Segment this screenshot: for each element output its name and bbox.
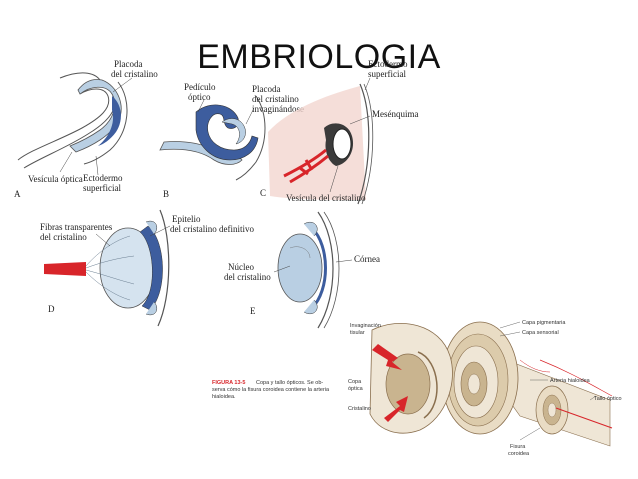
label-fibras-2: del cristalino — [40, 232, 87, 242]
panel-3d-optic-cup: Invaginación tisular Copa óptica Cristal… — [212, 320, 622, 457]
label-ectodermo-a-1: Ectodermo — [83, 173, 123, 183]
figure-caption-title: FIGURA 13-5 — [212, 380, 245, 386]
label-cornea: Córnea — [354, 254, 380, 264]
panel-c: Ectodermo superficial Mesénquima Vesícul… — [260, 59, 419, 205]
label-tallo-optico: Tallo óptico — [594, 396, 622, 402]
label-fibras-1: Fibras transparentes — [40, 222, 113, 232]
figure-caption-line-3: hialoidea. — [212, 394, 236, 400]
label-ectodermo-c-1: Ectodermo — [368, 59, 408, 69]
label-epitelio-2: del cristalino definitivo — [170, 224, 254, 234]
label-invaginacion-2: tisular — [350, 330, 365, 336]
panel-b: Pedículo óptico Placoda del cristalino i… — [159, 82, 304, 199]
label-ectodermo-a-2: superficial — [83, 183, 121, 193]
label-vesicula-a: Vesícula óptica — [28, 174, 83, 184]
label-fisura-1: Fisura — [510, 444, 526, 450]
label-cristalino-3d: Cristalino — [348, 406, 371, 412]
invagination-arrow-top — [372, 344, 402, 370]
lens-fibers — [85, 235, 135, 301]
label-fisura-2: coroidea — [508, 451, 530, 457]
figure-caption-line-1: Copa y tallo ópticos. Se ob- — [256, 380, 323, 386]
label-invaginacion-1: Invaginación — [350, 323, 381, 329]
label-placoda-b-2: del cristalino — [252, 94, 299, 104]
hyaloid-artery-3d — [539, 359, 613, 397]
label-placoda-b-1: Placoda — [252, 84, 281, 94]
lens-e — [277, 233, 323, 303]
panel-letter-b: B — [163, 189, 169, 199]
hyaloid-artery-c — [283, 148, 329, 184]
panel-letter-e: E — [250, 306, 256, 316]
label-pediculo-1: Pedículo — [184, 82, 216, 92]
hyaloid-artery-d — [44, 262, 86, 276]
panel-a: Placoda del cristalino Vesícula óptica E… — [14, 59, 158, 199]
label-placoda-a-2: del cristalino — [111, 69, 158, 79]
label-copa-1: Copa — [348, 379, 362, 385]
panel-letter-c: C — [260, 188, 266, 198]
invagination-arrow-bottom — [384, 396, 408, 422]
label-placoda-a-1: Placoda — [114, 59, 143, 69]
optic-vesicle-outline-outer — [17, 88, 110, 161]
optic-vesicle-wall — [69, 79, 122, 153]
label-placoda-b-3: invaginándose — [252, 104, 304, 114]
label-mesenquima: Mesénquima — [372, 109, 419, 119]
panel-letter-d: D — [48, 304, 55, 314]
panel-d: Fibras transparentes del cristalino Epit… — [40, 209, 254, 327]
surface-ectoderm-a — [83, 81, 128, 165]
label-arteria-hialoidea: Arteria hialoidea — [550, 378, 591, 384]
lens-3d — [385, 353, 431, 415]
lens-vesicle — [332, 128, 352, 160]
label-ectodermo-c-2: superficial — [368, 69, 406, 79]
cornea-outer — [317, 211, 334, 329]
surface-ectoderm-b — [235, 95, 266, 181]
panel-e: Núcleo del cristalino Córnea E — [224, 211, 380, 329]
cornea-inner — [323, 211, 340, 329]
label-epitelio-1: Epitelio — [172, 214, 201, 224]
label-capa-pigmentaria: Capa pigmentaria — [522, 320, 566, 326]
label-copa-2: óptica — [348, 386, 364, 392]
label-pediculo-2: óptico — [188, 92, 211, 102]
slide-title: EMBRIOLOGIA — [197, 38, 441, 76]
label-capa-sensorial: Capa sensorial — [522, 330, 559, 336]
vesicle-top-a — [59, 72, 101, 81]
lens-placode-invaginating — [221, 118, 246, 145]
label-vesicula-c: Vesícula del cristalino — [286, 193, 366, 203]
label-nucleo-2: del cristalino — [224, 272, 271, 282]
figure-caption-line-2: serva cómo la fisura coroidea contiene l… — [212, 387, 330, 393]
panel-letter-a: A — [14, 189, 21, 199]
lens-epithelium-e — [310, 226, 327, 310]
surface-ectoderm-d — [157, 209, 170, 327]
label-nucleo-1: Núcleo — [228, 262, 254, 272]
surface-ectoderm-c — [357, 83, 370, 205]
lens-placode — [98, 96, 121, 146]
